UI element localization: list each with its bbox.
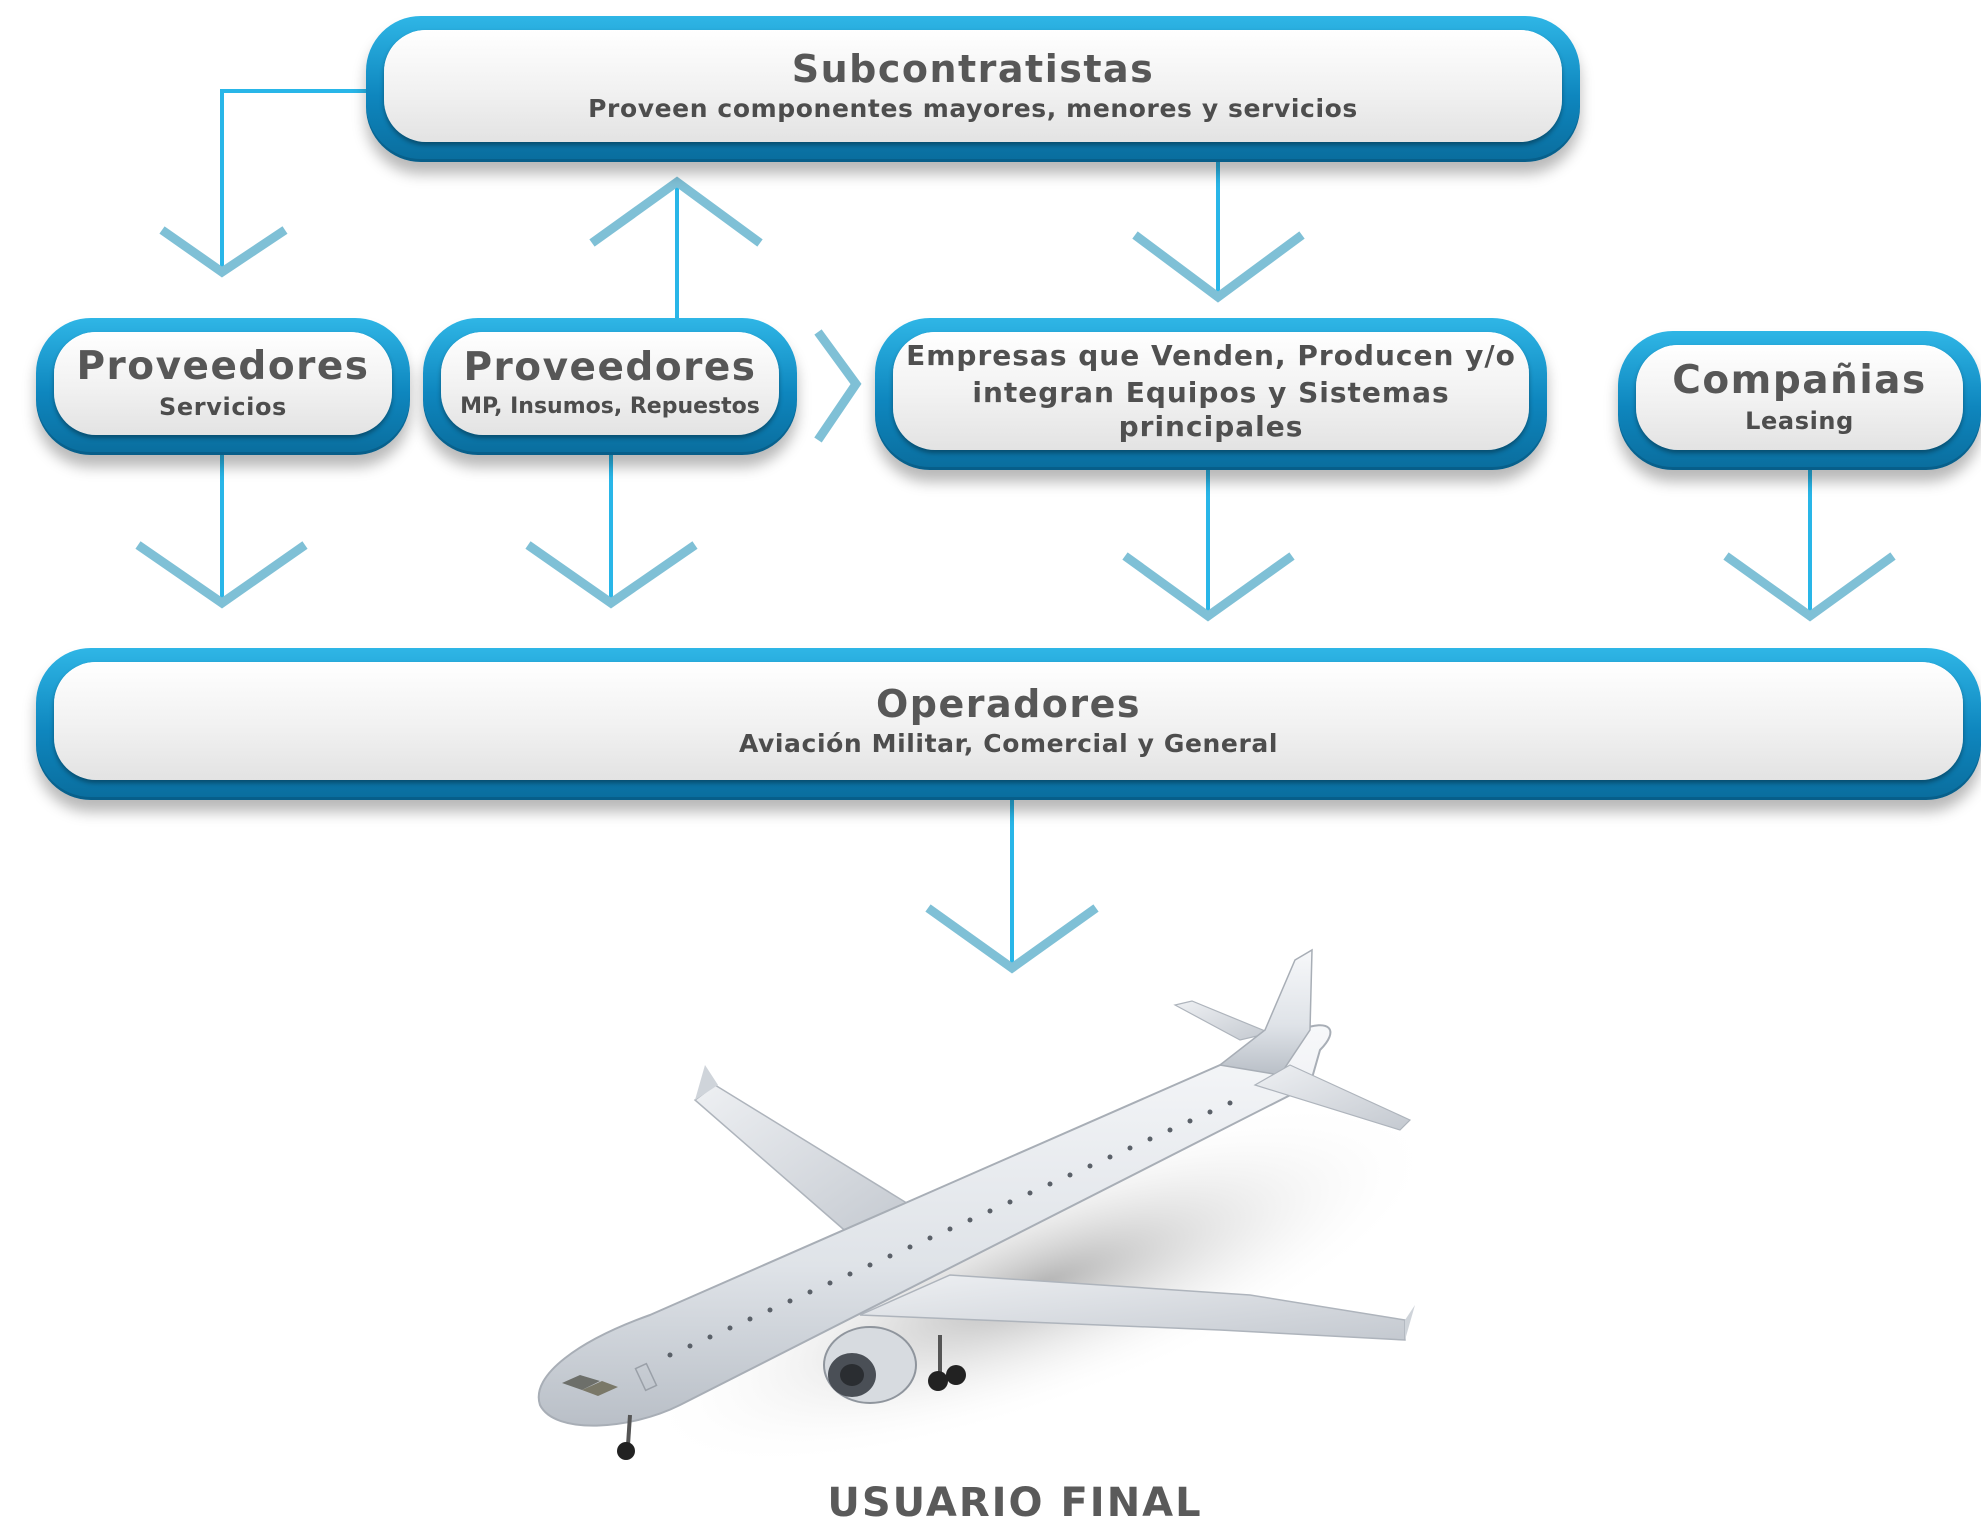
- node-title: Compañias: [1672, 358, 1927, 404]
- node-title-line-1: Empresas que Venden, Producen y/o: [906, 338, 1516, 372]
- arrow-head-down-icon: [925, 904, 1099, 974]
- node-operadores-inner: Operadores Aviación Militar, Comercial y…: [54, 662, 1963, 780]
- node-empresas: Empresas que Venden, Producen y/o integr…: [875, 318, 1547, 470]
- node-subtitle: MP, Insumos, Repuestos: [460, 394, 760, 420]
- node-companias-inner: Compañias Leasing: [1636, 345, 1963, 450]
- node-companias: Compañias Leasing: [1618, 331, 1981, 470]
- node-title: Operadores: [875, 681, 1142, 726]
- node-proveedores-servicios-inner: Proveedores Servicios: [54, 332, 392, 435]
- arrow-head-down-icon: [1122, 552, 1295, 622]
- arrow-head-down-icon: [1723, 552, 1896, 622]
- node-empresas-inner: Empresas que Venden, Producen y/o integr…: [893, 332, 1529, 450]
- airplane-illustration: [537, 948, 1437, 1468]
- node-subtitle: Leasing: [1745, 406, 1854, 435]
- node-proveedores-servicios: Proveedores Servicios: [36, 318, 410, 455]
- arrow-head-down-icon: [159, 226, 288, 278]
- node-title-line-2: integran Equipos y Sistemas principales: [972, 376, 1450, 443]
- node-subtitle: Servicios: [159, 392, 287, 421]
- arrow-head-up-icon: [589, 176, 763, 247]
- node-subcontratistas-inner: Subcontratistas Proveen componentes mayo…: [384, 30, 1562, 142]
- usuario-final-label: USUARIO FINAL: [827, 1480, 1203, 1526]
- node-subtitle: Proveen componentes mayores, menores y s…: [588, 94, 1358, 124]
- node-proveedores-mp-inner: Proveedores MP, Insumos, Repuestos: [441, 332, 779, 435]
- node-proveedores-mp: Proveedores MP, Insumos, Repuestos: [423, 318, 797, 455]
- connector-subcontratistas-to-proveedores-servicios: [220, 89, 370, 270]
- arrow-head-down-icon: [1132, 231, 1305, 303]
- node-subtitle: Aviación Militar, Comercial y General: [738, 729, 1279, 759]
- node-operadores: Operadores Aviación Militar, Comercial y…: [36, 648, 1981, 800]
- node-title: Proveedores: [463, 345, 757, 391]
- node-title: Proveedores: [76, 344, 370, 390]
- arrow-head-right-icon: [814, 329, 862, 443]
- arrow-head-down-icon: [525, 541, 698, 609]
- node-subcontratistas: Subcontratistas Proveen componentes mayo…: [366, 16, 1580, 162]
- node-title: Subcontratistas: [791, 46, 1155, 91]
- arrow-head-down-icon: [135, 541, 308, 609]
